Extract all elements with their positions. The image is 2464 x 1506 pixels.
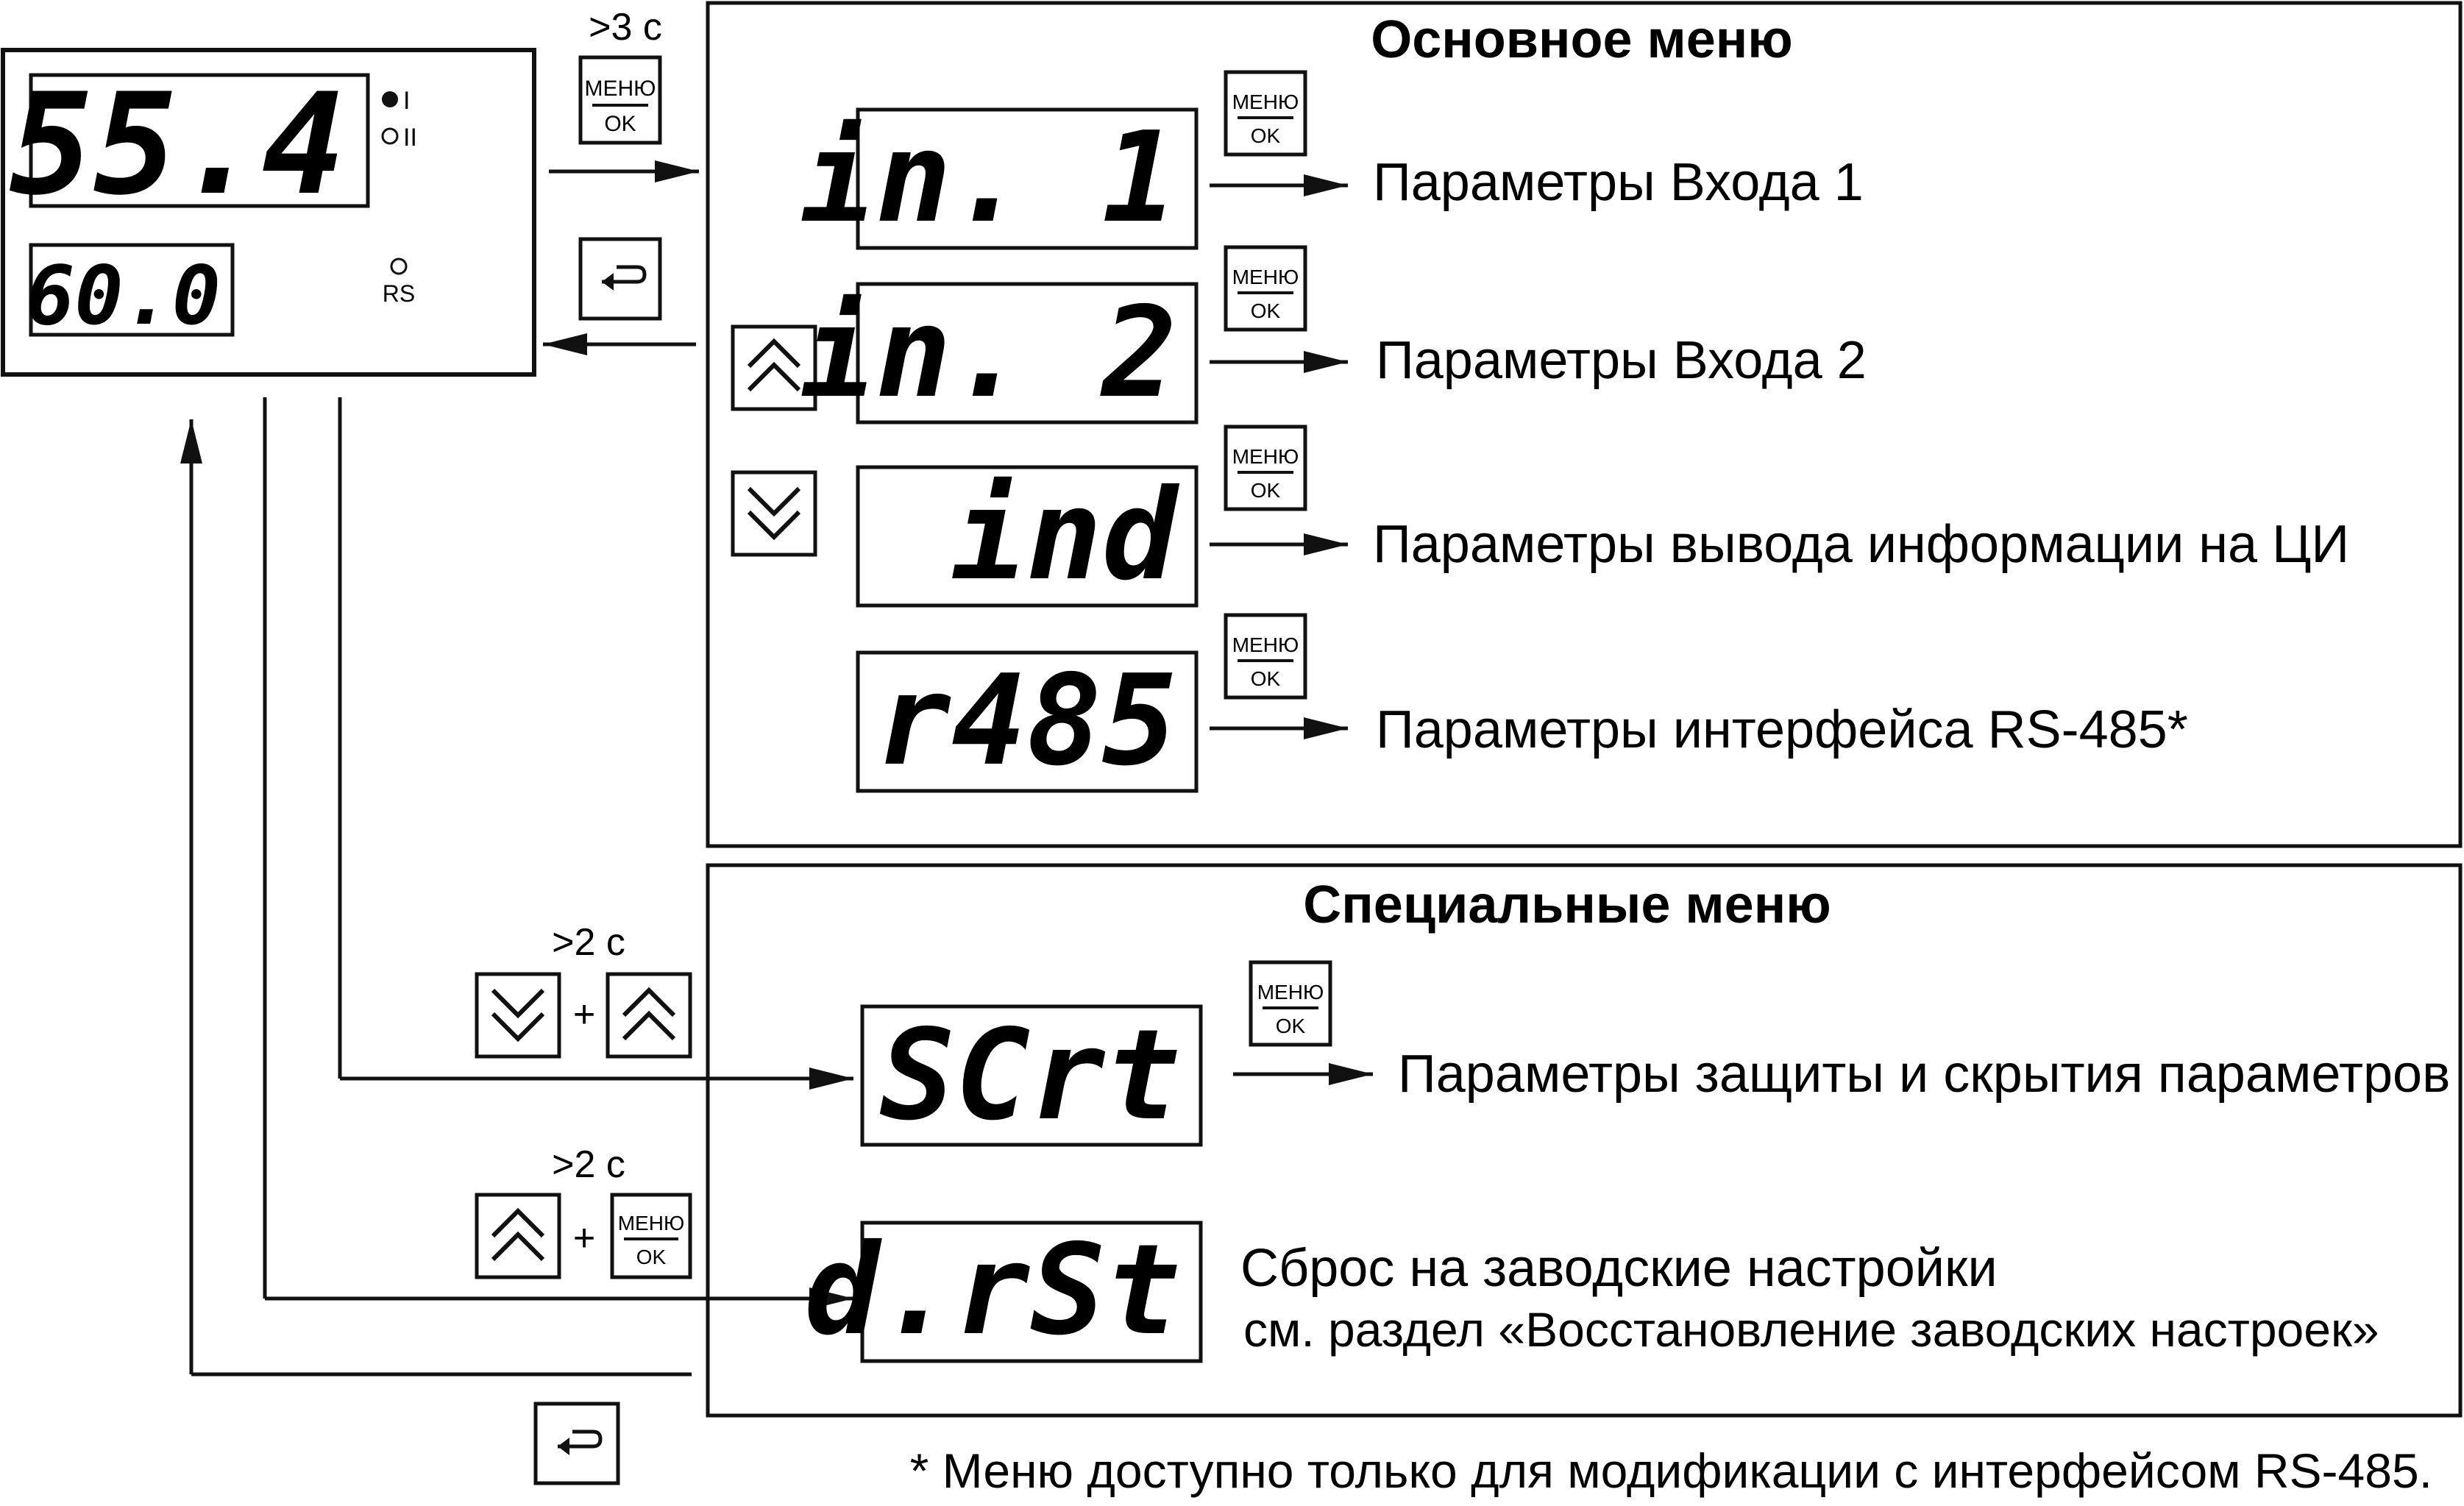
svg-text:МЕНЮ: МЕНЮ — [585, 77, 656, 101]
up-key-icon — [475, 1193, 561, 1279]
device-panel: 55.4 60.0 I II RS — [1, 48, 536, 377]
special-menu-item-label: Параметры защиты и скрытия параметров — [1398, 1045, 2450, 1104]
svg-text:OK: OK — [1251, 299, 1281, 322]
svg-text:OK: OK — [636, 1246, 667, 1268]
footnote: * Меню доступно только для модификации с… — [910, 1443, 2432, 1498]
led-1-label: I — [403, 87, 410, 115]
plus-sign: + — [573, 993, 595, 1036]
special-menu-item-scrt: SCrt МЕНЮ OK Параметры защиты и скрытия … — [860, 960, 2450, 1148]
special-menu-item-sublabel: см. раздел «Восстановление заводских нас… — [1243, 1302, 2379, 1357]
svg-text:МЕНЮ: МЕНЮ — [1232, 90, 1299, 113]
svg-text:OK: OK — [1251, 667, 1281, 690]
down-key-icon — [731, 470, 817, 557]
up-key-icon — [731, 324, 817, 411]
up-key-icon — [606, 972, 692, 1059]
main-menu-item-in1: in. 1 МЕНЮ OK Параметры Входа 1 — [800, 70, 1864, 251]
main-menu-item-code: r485 — [876, 648, 1177, 794]
special-menu-item-drst: d.rSt Сброс на заводские настройки см. р… — [804, 1218, 2379, 1363]
svg-text:OK: OK — [604, 112, 636, 136]
svg-text:МЕНЮ: МЕНЮ — [1232, 445, 1299, 468]
plus-sign: + — [573, 1217, 595, 1260]
main-display: 55.4 — [9, 63, 370, 226]
svg-text:OK: OK — [1251, 479, 1281, 502]
secondary-display: 60.0 — [26, 243, 235, 343]
led-rs-icon — [390, 257, 408, 275]
connector-lines — [180, 397, 853, 1377]
svg-text:МЕНЮ: МЕНЮ — [1232, 633, 1299, 656]
led-2-label: II — [403, 124, 417, 152]
menu-ok-key-enter-icon: МЕНЮ OK — [578, 55, 662, 145]
main-menu-item-code: in. 2 — [800, 280, 1177, 426]
svg-text:OK: OK — [1251, 124, 1281, 147]
special-menu-title: Специальные меню — [1303, 875, 1831, 934]
main-menu-item-code: in. 1 — [800, 105, 1177, 251]
special-menu-frame: Специальные меню — [706, 863, 2463, 1418]
menu-ok-key-icon: МЕНЮ OK — [610, 1193, 692, 1279]
secondary-display-value: 60.0 — [26, 249, 221, 343]
main-menu-hold-time: >3 с — [589, 6, 662, 49]
menu-ok-key-icon: МЕНЮ OK — [1224, 613, 1307, 700]
main-menu-item-label: Параметры Входа 1 — [1373, 153, 1864, 212]
special-menu-item-code: d.rSt — [804, 1218, 1181, 1363]
main-menu-item-r485: r485 МЕНЮ OK Параметры интерфейса RS-485… — [856, 613, 2188, 794]
drst-hold-time: >2 с — [552, 1143, 625, 1186]
back-key-icon — [578, 237, 662, 321]
led-2-icon — [381, 127, 399, 145]
svg-text:МЕНЮ: МЕНЮ — [1257, 981, 1324, 1004]
menu-ok-key-icon: МЕНЮ OK — [1224, 245, 1307, 332]
special-menu-item-label: Сброс на заводские настройки — [1240, 1239, 1998, 1298]
main-menu-frame: Основное меню — [706, 1, 2463, 848]
special-menu-item-code: SCrt — [880, 1003, 1181, 1148]
main-menu-item-ind: ind МЕНЮ OK Параметры вывода информации … — [856, 425, 2349, 608]
svg-text:МЕНЮ: МЕНЮ — [1232, 266, 1299, 288]
main-menu-item-label: Параметры вывода информации на ЦИ — [1373, 515, 2349, 574]
down-key-icon — [475, 972, 561, 1059]
main-menu-item-label: Параметры интерфейса RS-485* — [1376, 700, 2188, 759]
menu-ok-key-icon: МЕНЮ OK — [1224, 70, 1307, 157]
main-display-value: 55.4 — [9, 63, 346, 226]
main-menu-title: Основное меню — [1371, 10, 1793, 69]
main-menu-item-label: Параметры Входа 2 — [1376, 331, 1867, 390]
main-menu-item-code: ind — [951, 463, 1180, 608]
menu-ok-key-icon: МЕНЮ OK — [1224, 425, 1307, 511]
led-1-icon — [382, 91, 398, 107]
led-rs-label: RS — [383, 280, 415, 307]
back-key-icon — [533, 1402, 620, 1485]
main-menu-item-in2: in. 2 МЕНЮ OK Параметры Входа 2 — [800, 245, 1867, 426]
scrt-hold-time: >2 с — [552, 921, 625, 964]
svg-text:OK: OK — [1276, 1015, 1306, 1037]
svg-text:МЕНЮ: МЕНЮ — [618, 1212, 685, 1235]
menu-ok-key-icon: МЕНЮ OK — [1249, 960, 1332, 1047]
